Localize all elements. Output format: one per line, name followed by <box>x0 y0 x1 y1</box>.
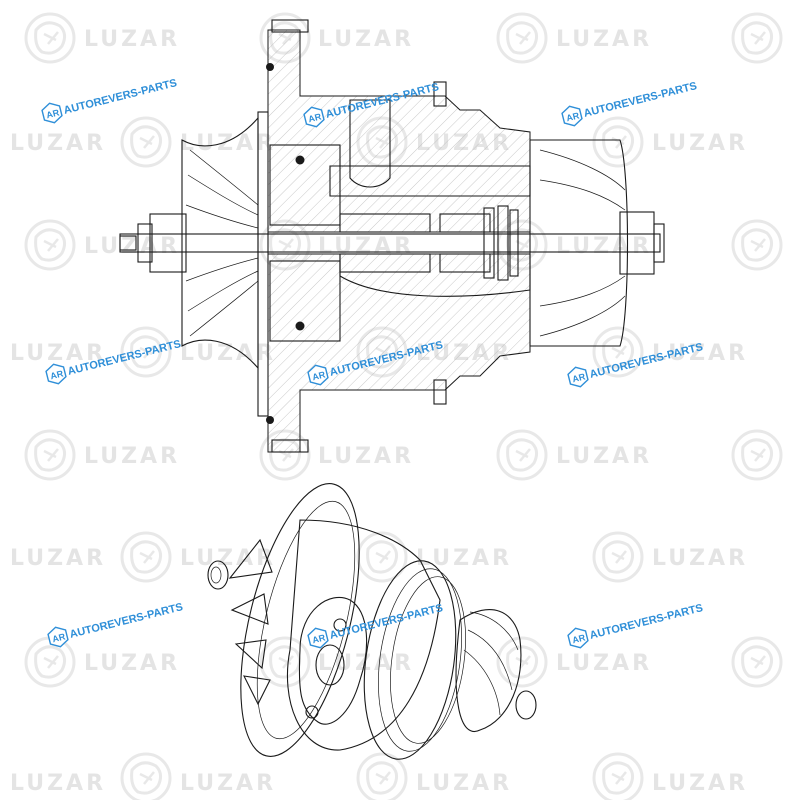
luzar-watermark-row-7: LUZAR LUZAR LUZAR <box>24 636 783 688</box>
autorevers-stamp: AUTOREVERS-PARTS <box>40 77 178 126</box>
luzar-watermark-text: LUZAR <box>556 651 652 676</box>
autorevers-stamp-text: AUTOREVERS-PARTS <box>62 77 178 117</box>
autorevers-stamp: AUTOREVERS-PARTS <box>46 601 184 650</box>
luzar-watermark-text: LUZAR <box>318 27 414 52</box>
autorevers-stamp-text: AUTOREVERS-PARTS <box>582 80 698 120</box>
cartridge-section-view <box>119 19 665 453</box>
luzar-watermark-text: LUZAR <box>84 234 180 259</box>
luzar-watermark-text: LUZAR <box>10 771 106 796</box>
luzar-watermark-text: LUZAR <box>180 546 276 571</box>
luzar-watermark-text: LUZAR <box>652 341 748 366</box>
luzar-watermark-row-8: LUZAR LUZAR LUZAR LUZAR <box>10 752 748 800</box>
luzar-watermark-text: LUZAR <box>180 131 276 156</box>
luzar-watermark-text: LUZAR <box>84 651 180 676</box>
autorevers-stamp-text: AUTOREVERS-PARTS <box>588 602 704 642</box>
ar-badge-icon <box>566 625 590 651</box>
autorevers-stamp: AUTOREVERS-PARTS <box>306 602 444 651</box>
luzar-watermark-text: LUZAR <box>416 771 512 796</box>
luzar-watermark-text: LUZAR <box>10 131 106 156</box>
luzar-watermark-row-5: LUZAR LUZAR LUZAR <box>24 429 783 481</box>
autorevers-stamp: AUTOREVERS-PARTS <box>566 602 704 651</box>
luzar-watermark-text: LUZAR <box>416 546 512 571</box>
luzar-watermark-text: LUZAR <box>652 546 748 571</box>
ar-badge-icon <box>40 100 64 126</box>
luzar-watermark-text: LUZAR <box>180 771 276 796</box>
luzar-watermark-text: LUZAR <box>84 27 180 52</box>
luzar-watermark-text: LUZAR <box>84 444 180 469</box>
ar-badge-icon <box>566 364 590 390</box>
luzar-watermark-text: LUZAR <box>10 341 106 366</box>
luzar-watermark-text: LUZAR <box>556 444 652 469</box>
luzar-watermark-row-6: LUZAR LUZAR LUZAR LUZAR <box>10 531 748 583</box>
ar-badge-icon <box>560 103 584 129</box>
luzar-watermark-text: LUZAR <box>556 27 652 52</box>
autorevers-stamp-text: AUTOREVERS-PARTS <box>68 601 184 641</box>
luzar-watermark-text: LUZAR <box>652 131 748 156</box>
luzar-watermark-row-3: LUZAR LUZAR LUZAR <box>24 219 783 271</box>
luzar-watermark-row-1: LUZAR LUZAR LUZAR <box>24 12 783 64</box>
luzar-watermark-text: LUZAR <box>10 546 106 571</box>
luzar-watermark-text: LUZAR <box>556 234 652 259</box>
luzar-watermark-text: LUZAR <box>318 444 414 469</box>
luzar-watermark-text: LUZAR <box>652 771 748 796</box>
cartridge-isometric-view <box>207 483 537 760</box>
